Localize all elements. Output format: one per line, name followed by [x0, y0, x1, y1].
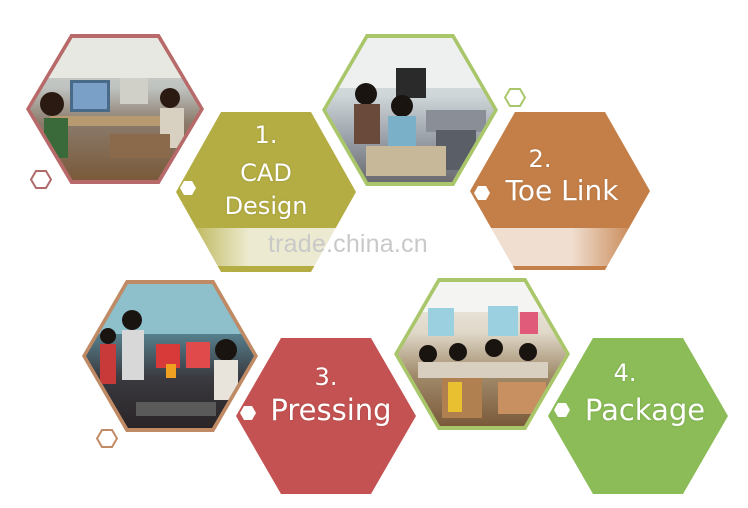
- step-4-photo: [398, 282, 566, 426]
- step-3-title: Pressing: [270, 393, 392, 427]
- watermark-text: trade.china.cn: [268, 230, 428, 258]
- step-4-photo-frame: [394, 278, 570, 430]
- step-1-title-line2: Design: [224, 192, 308, 220]
- step-2-bullet-hexagon: [474, 186, 490, 200]
- step-4-number: 4.: [613, 359, 637, 387]
- step-3-bullet-hexagon: [240, 406, 256, 420]
- watermark-band: [180, 228, 640, 266]
- decor-hexagon-outline: [96, 429, 118, 448]
- step-3-number: 3.: [314, 363, 338, 391]
- step-1-bullet-hexagon: [180, 181, 196, 195]
- decor-hexagon-outline: [30, 170, 52, 189]
- step-4-bullet-hexagon: [554, 403, 570, 417]
- step-3-photo: [86, 284, 254, 428]
- decor-hexagon-outline: [504, 88, 526, 107]
- step-1-number: 1.: [254, 121, 278, 149]
- step-3-hexagon: [236, 338, 416, 494]
- step-1-title-line1: CAD: [240, 159, 292, 187]
- step-2-title: Toe Link: [505, 174, 619, 207]
- step-2-number: 2.: [528, 145, 552, 173]
- step-2-photo-frame: [322, 34, 498, 186]
- step-3-photo-frame: [82, 280, 258, 432]
- step-1-photo: [30, 38, 200, 180]
- step-1-photo-frame: [26, 34, 204, 184]
- step-4-title: Package: [584, 393, 706, 427]
- step-4-hexagon: [548, 338, 728, 494]
- step-2-photo: [326, 38, 494, 182]
